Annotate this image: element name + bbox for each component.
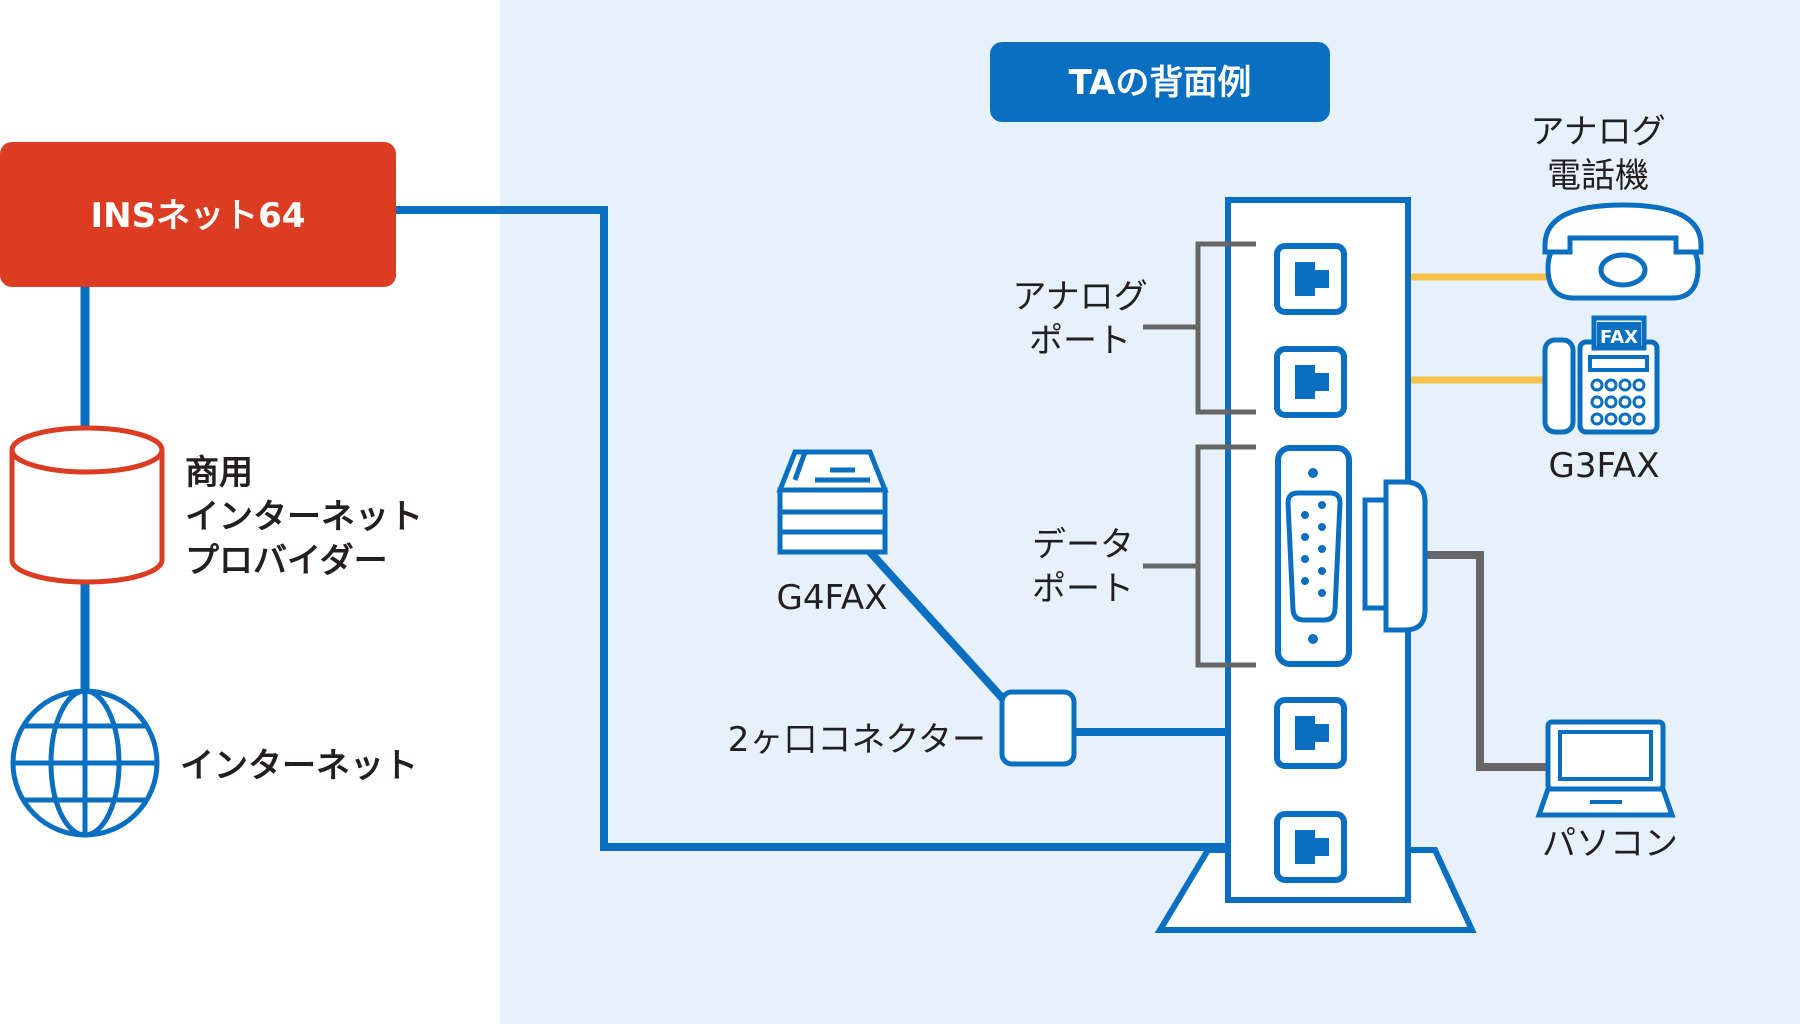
analog-port-2 <box>1274 346 1347 418</box>
ins-box <box>0 142 396 287</box>
g4fax-cable <box>867 549 1007 703</box>
pc-cable <box>1418 551 1548 771</box>
analog-port-label-line1: アナログ <box>1012 277 1147 317</box>
fax-badge-label: FAX <box>1600 327 1638 348</box>
analog-port-label-line2: ポート <box>1029 321 1131 361</box>
ins-box-label: INSネット64 <box>91 196 306 236</box>
provider-label-line1: 商用 <box>185 453 253 493</box>
isdn-port-1 <box>1274 697 1347 769</box>
provider-label-line2: インターネット <box>185 497 423 537</box>
data-port-label-line2: ポート <box>1032 569 1134 609</box>
g4fax-label: G4FAX <box>777 578 888 618</box>
title-label: TAの背面例 <box>1069 63 1252 103</box>
connector-label: 2ヶ口コネクター <box>728 720 986 760</box>
isdn-port-2 <box>1274 811 1347 883</box>
analog-port-1 <box>1274 243 1347 315</box>
globe-icon <box>10 688 160 838</box>
data-port-dsub <box>1275 445 1352 667</box>
provider-label-line3: プロバイダー <box>185 541 388 581</box>
right-panel-background <box>500 0 1800 1024</box>
title-badge <box>990 42 1330 122</box>
data-port-bracket <box>1143 444 1256 668</box>
telephone-icon <box>1542 202 1704 301</box>
printer-icon <box>776 449 889 555</box>
analog-phone-label-line1: アナログ <box>1530 112 1665 152</box>
pc-label: パソコン <box>1542 824 1678 864</box>
database-icon <box>9 425 165 585</box>
internet-label: インターネット <box>180 746 418 786</box>
analog-phone-label-line2: 電話機 <box>1547 156 1649 196</box>
fax-icon: FAX <box>1542 315 1660 435</box>
data-port-label-line1: データ <box>1032 525 1134 565</box>
dsub-plug <box>1362 479 1428 633</box>
ins-to-ta-line <box>396 206 1280 851</box>
analog-port-bracket <box>1143 241 1256 415</box>
laptop-icon <box>1535 719 1676 818</box>
two-port-connector <box>999 689 1077 767</box>
g3fax-label: G3FAX <box>1549 446 1660 486</box>
